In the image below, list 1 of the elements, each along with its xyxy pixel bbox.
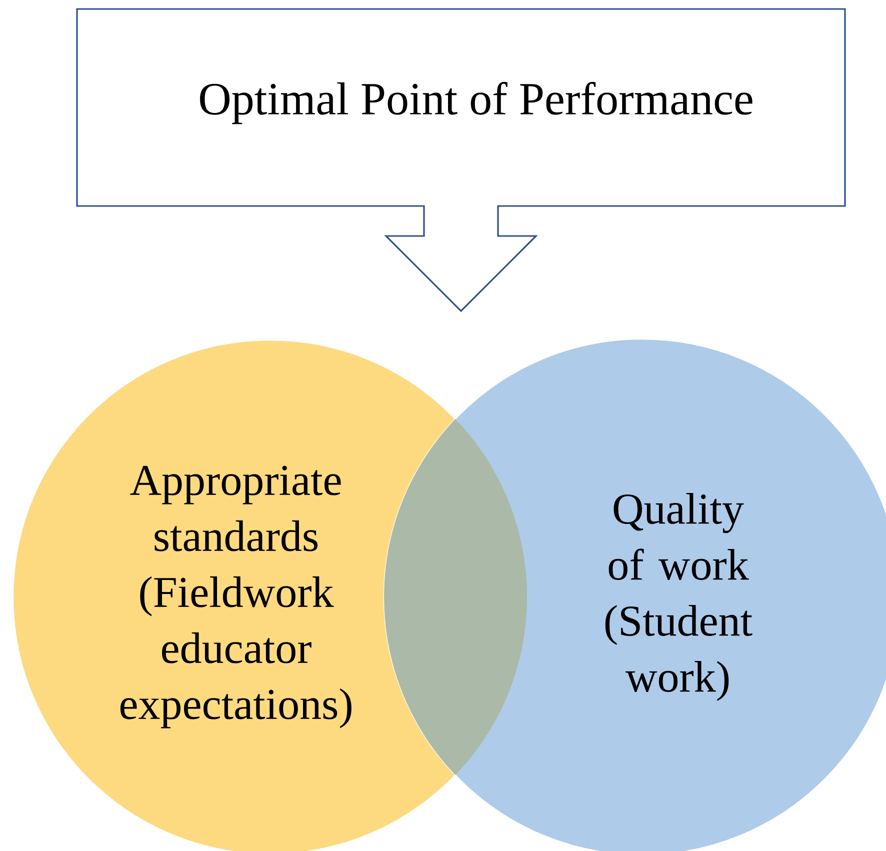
callout-box: Optimal Point of Performance <box>76 8 846 312</box>
